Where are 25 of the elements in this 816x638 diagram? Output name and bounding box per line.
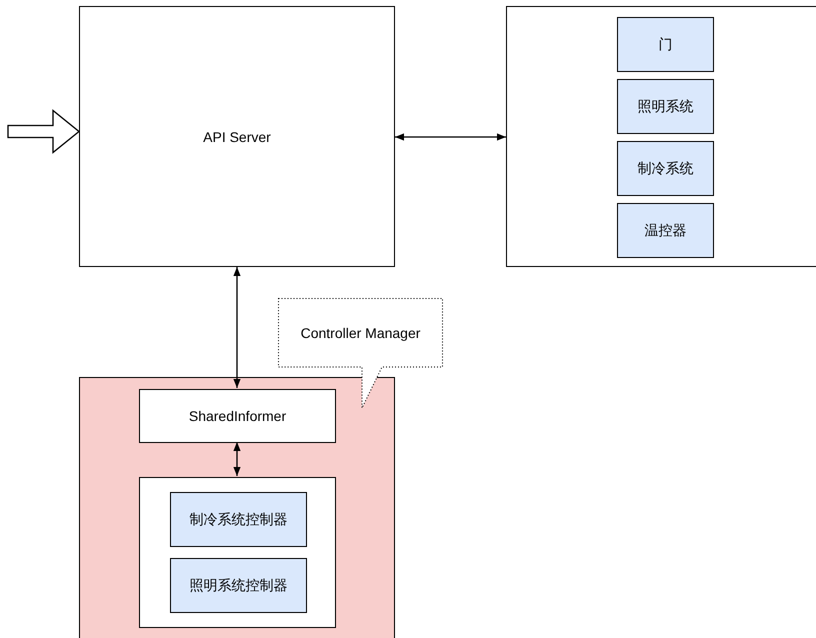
arrow xyxy=(233,442,241,476)
controller-box xyxy=(170,558,307,613)
device-box xyxy=(617,79,714,134)
arrow xyxy=(233,267,241,388)
box-label: SharedInformer xyxy=(188,408,286,424)
box-label: 制冷系统控制器 xyxy=(190,510,288,528)
box-label: API Server xyxy=(203,128,271,144)
controller-box xyxy=(170,492,307,547)
device-box xyxy=(617,17,714,72)
box-label: 照明系统 xyxy=(638,98,694,116)
box-label: 门 xyxy=(658,36,672,54)
callout-label: Controller Manager xyxy=(300,325,420,341)
arrow xyxy=(395,133,506,141)
box-label: 制冷系统 xyxy=(638,160,694,178)
box-label: 温控器 xyxy=(644,222,686,240)
device-box xyxy=(617,203,714,258)
device-panel xyxy=(506,6,816,267)
box-label: 照明系统控制器 xyxy=(190,576,288,594)
callout-bubble xyxy=(278,298,443,410)
controller-panel xyxy=(79,377,395,638)
device-box xyxy=(617,141,714,196)
block-arrow xyxy=(7,109,80,154)
controller-group-box xyxy=(139,477,336,628)
informer-box xyxy=(139,389,336,443)
server-box xyxy=(79,6,395,267)
